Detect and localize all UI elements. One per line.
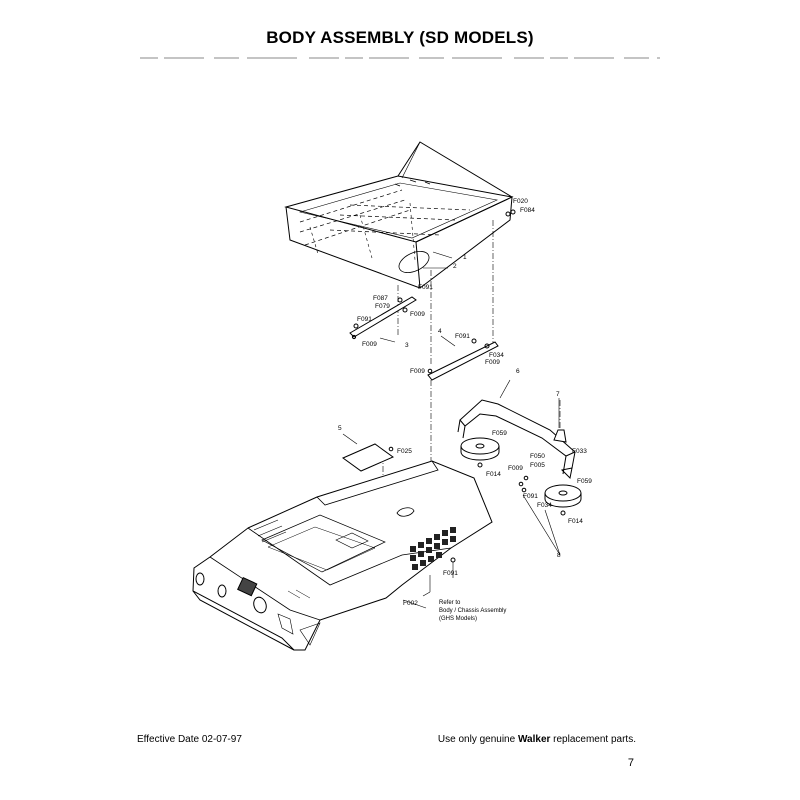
- callout-4: 4: [438, 328, 442, 335]
- callout-f034-a: F034: [489, 352, 504, 359]
- chassis-grille: [410, 527, 456, 570]
- callout-2: 2: [453, 263, 457, 270]
- callout-f020: F020: [513, 198, 528, 205]
- callout-f087: F087: [373, 295, 388, 302]
- callout-f009-b: F009: [362, 341, 377, 348]
- callout-f091-a: F091: [418, 284, 433, 291]
- callout-f014-b: F014: [568, 518, 583, 525]
- page-title: BODY ASSEMBLY (SD MODELS): [266, 28, 534, 47]
- callout-7: 7: [556, 391, 560, 398]
- replacement-notice: Use only genuine Walker replacement part…: [438, 734, 636, 745]
- callout-f091-d: F091: [523, 493, 538, 500]
- callout-3: 3: [405, 342, 409, 349]
- callout-f050: F050: [530, 453, 545, 460]
- callout-f033: F033: [572, 448, 587, 455]
- right-rail-part: [427, 335, 499, 381]
- page-number: 7: [627, 757, 634, 769]
- callout-labels: 1 2 3 4 5 6 7 8 F020 F084 F087 F079 F091…: [338, 198, 592, 622]
- reference-note-line3: (GHS Models): [439, 616, 477, 622]
- callout-f014-a: F014: [486, 471, 501, 478]
- callout-f059-a: F059: [492, 430, 507, 437]
- hopper-tray-part: [284, 141, 516, 289]
- callout-f091-c: F091: [455, 333, 470, 340]
- callout-f079: F079: [375, 303, 390, 310]
- title-rule: [140, 57, 660, 59]
- callout-f025: F025: [397, 448, 412, 455]
- replacement-notice-prefix: Use only genuine: [437, 734, 518, 745]
- plate-part: [341, 433, 395, 472]
- callout-f009-d: F009: [410, 368, 425, 375]
- callout-f059-b: F059: [577, 478, 592, 485]
- callout-f009-a: F009: [410, 311, 425, 318]
- callout-5: 5: [338, 425, 342, 432]
- effective-date: Effective Date 02-07-97: [137, 734, 242, 745]
- callout-f091-e: F091: [443, 570, 458, 577]
- callout-f034-b: F034: [537, 502, 552, 509]
- bracket-arm-part: [457, 379, 576, 480]
- callout-1: 1: [463, 254, 467, 261]
- callout-f002: F002: [403, 600, 418, 607]
- callout-f091-b: F091: [357, 316, 372, 323]
- pulley-upper: [460, 437, 500, 461]
- pulley-lower: [544, 484, 582, 508]
- brand-name: Walker: [517, 734, 551, 745]
- callout-8: 8: [557, 552, 561, 559]
- callout-f009-c: F009: [485, 359, 500, 366]
- reference-note-line1: Refer to: [439, 600, 461, 606]
- callout-f005: F005: [530, 462, 545, 469]
- callout-f009-e: F009: [508, 465, 523, 472]
- replacement-notice-suffix: replacement parts.: [550, 734, 636, 745]
- left-rail-part: [349, 296, 417, 343]
- chassis-part: [192, 460, 493, 651]
- callout-f084: F084: [520, 207, 535, 214]
- reference-note-line2: Body / Chassis Assembly: [439, 608, 506, 614]
- callout-6: 6: [516, 368, 520, 375]
